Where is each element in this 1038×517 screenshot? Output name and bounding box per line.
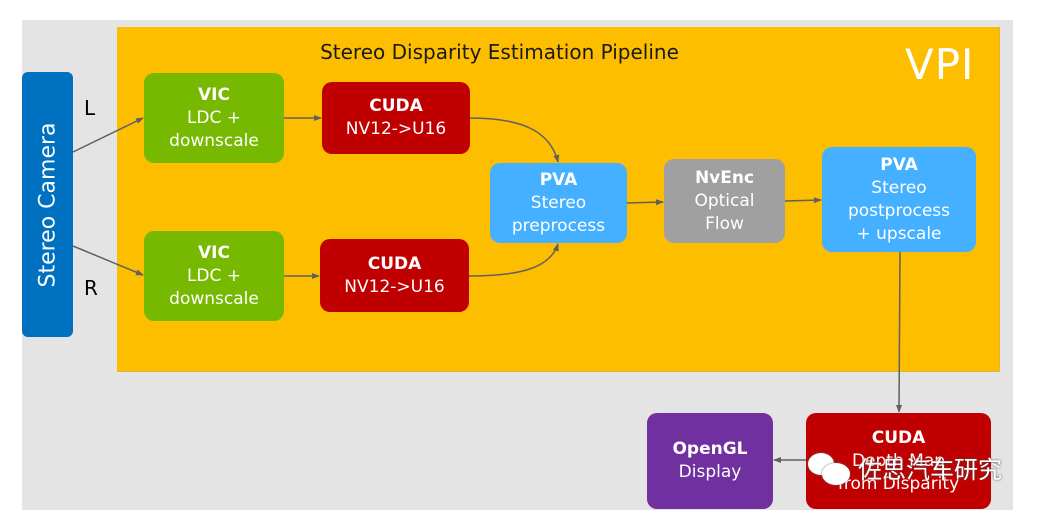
diagram-title: Stereo Disparity Estimation Pipeline <box>320 40 679 64</box>
left-channel-label: L <box>84 96 96 120</box>
node-engine: VIC <box>198 242 230 263</box>
node-line: LDC + <box>186 107 242 128</box>
node-line: Flow <box>705 213 744 234</box>
node-engine: NvEnc <box>694 167 755 188</box>
node-line: NV12->U16 <box>344 276 445 297</box>
node-engine: CUDA <box>369 96 423 116</box>
node-line: LDC + <box>186 265 242 286</box>
node-line: from Disparity <box>837 473 960 494</box>
node-nvenc-optical-flow: NvEnc Optical Flow <box>664 159 785 243</box>
node-line: Optical <box>694 190 755 211</box>
node-line: downscale <box>169 288 259 309</box>
watermark: 佐思汽车研究 <box>808 450 1002 485</box>
node-engine: VIC <box>198 84 230 105</box>
node-line: postprocess <box>847 200 951 221</box>
node-cuda-left: CUDA NV12->U16 <box>322 82 470 154</box>
node-line: Display <box>678 462 742 482</box>
node-line: preprocess <box>511 215 606 236</box>
node-line: Stereo <box>871 177 927 198</box>
stereo-camera-label: Stereo Camera <box>35 121 60 288</box>
watermark-text: 佐思汽车研究 <box>858 456 1002 484</box>
node-line: NV12->U16 <box>345 119 447 139</box>
node-cuda-right: CUDA NV12->U16 <box>320 239 469 312</box>
node-opengl-display: OpenGL Display <box>647 413 773 509</box>
node-line: + upscale <box>856 223 942 244</box>
right-channel-label: R <box>84 276 98 300</box>
node-engine: CUDA <box>367 253 422 274</box>
stereo-camera-node: Stereo Camera <box>22 72 73 337</box>
vpi-label: VPI <box>905 40 975 89</box>
node-vic-right: VIC LDC + downscale <box>144 231 284 321</box>
node-engine: PVA <box>539 169 578 190</box>
node-line: Stereo <box>530 192 587 213</box>
node-engine: PVA <box>880 154 918 175</box>
node-pva-postprocess: PVA Stereo postprocess + upscale <box>822 147 976 252</box>
node-engine: CUDA <box>871 427 926 448</box>
wechat-icon <box>808 451 852 485</box>
node-engine: OpenGL <box>672 439 748 459</box>
node-line: downscale <box>169 130 259 151</box>
node-line: Depth Map <box>851 450 946 471</box>
node-vic-left: VIC LDC + downscale <box>144 73 284 163</box>
node-pva-preprocess: PVA Stereo preprocess <box>490 163 627 243</box>
node-cuda-depth-map: CUDA Depth Map from Disparity <box>806 413 991 509</box>
